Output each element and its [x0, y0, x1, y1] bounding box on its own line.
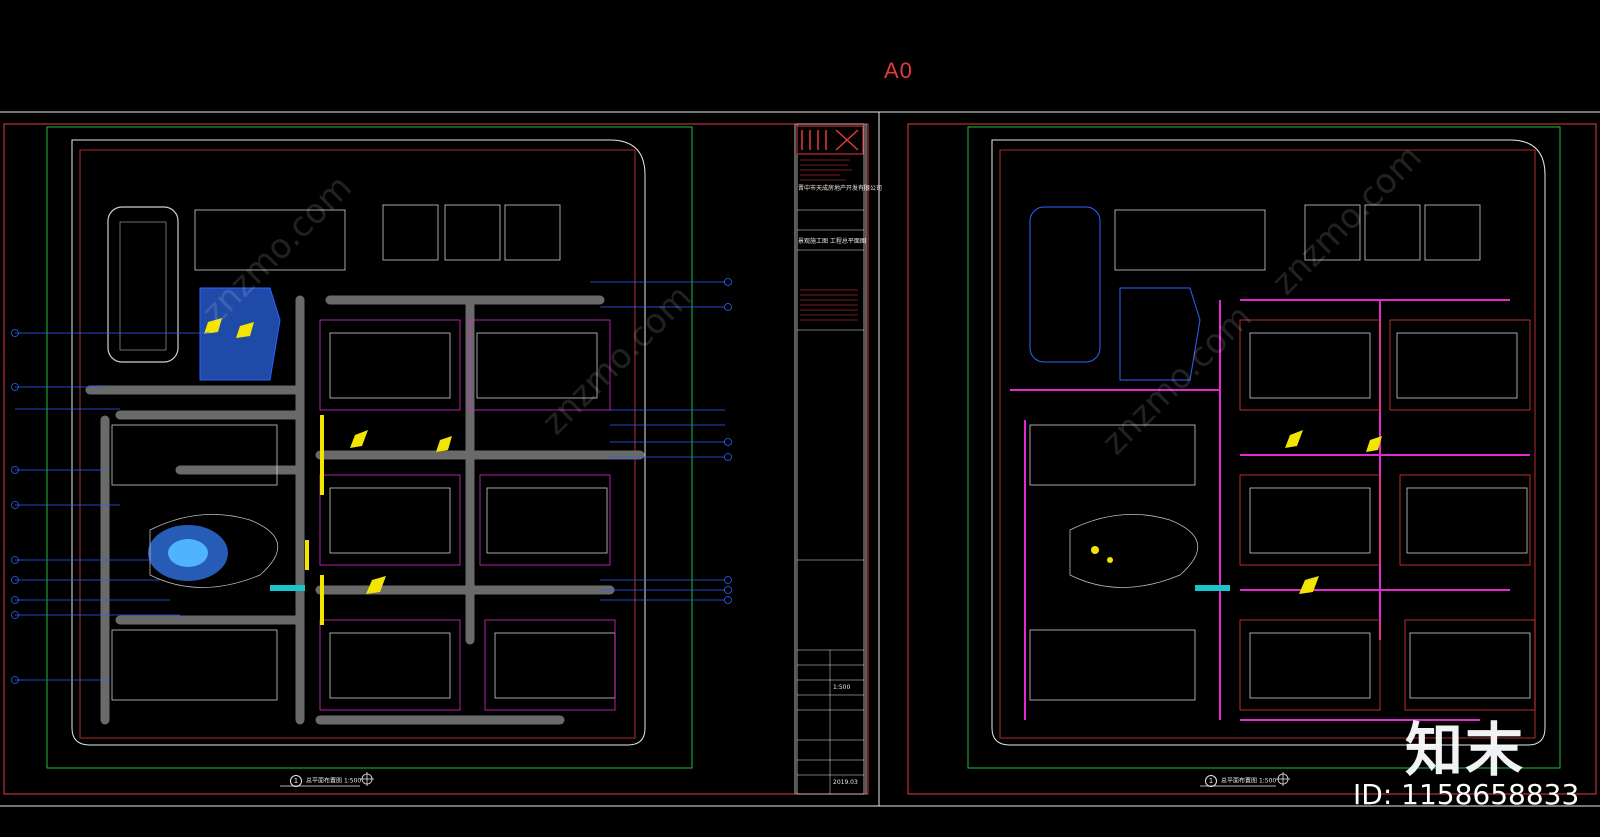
- plan-title-right: 1 总平面布置图 1:500: [1205, 775, 1276, 787]
- title-block-date: 2019.03: [833, 779, 858, 786]
- plan-scale-right: 1:500: [1258, 777, 1277, 785]
- title-block-client: 晋中市天成房地产开发有限公司: [798, 185, 883, 192]
- zhimo-logo: 知末: [1405, 716, 1526, 784]
- title-block-project: 景观施工图 工程总平面图: [798, 238, 866, 245]
- plan-number-right: 1: [1205, 775, 1217, 787]
- site-plan-right: [967, 126, 1561, 787]
- plan-title-right-text: 总平面布置图: [1221, 777, 1258, 785]
- plan-scale-left: 1:500: [343, 777, 362, 785]
- sheet-size-label: A0: [884, 58, 913, 83]
- image-id-label: ID: 1158658833: [1353, 778, 1580, 811]
- plan-title-left-text: 总平面布置图: [306, 777, 343, 785]
- title-block: [796, 123, 865, 795]
- sheet-frame: [0, 111, 1600, 807]
- title-block-scale: 1:500: [833, 684, 851, 691]
- site-plan-left: [11, 126, 732, 787]
- plan-title-left: 1 总平面布置图 1:500: [290, 775, 361, 787]
- plan-number-left: 1: [290, 775, 302, 787]
